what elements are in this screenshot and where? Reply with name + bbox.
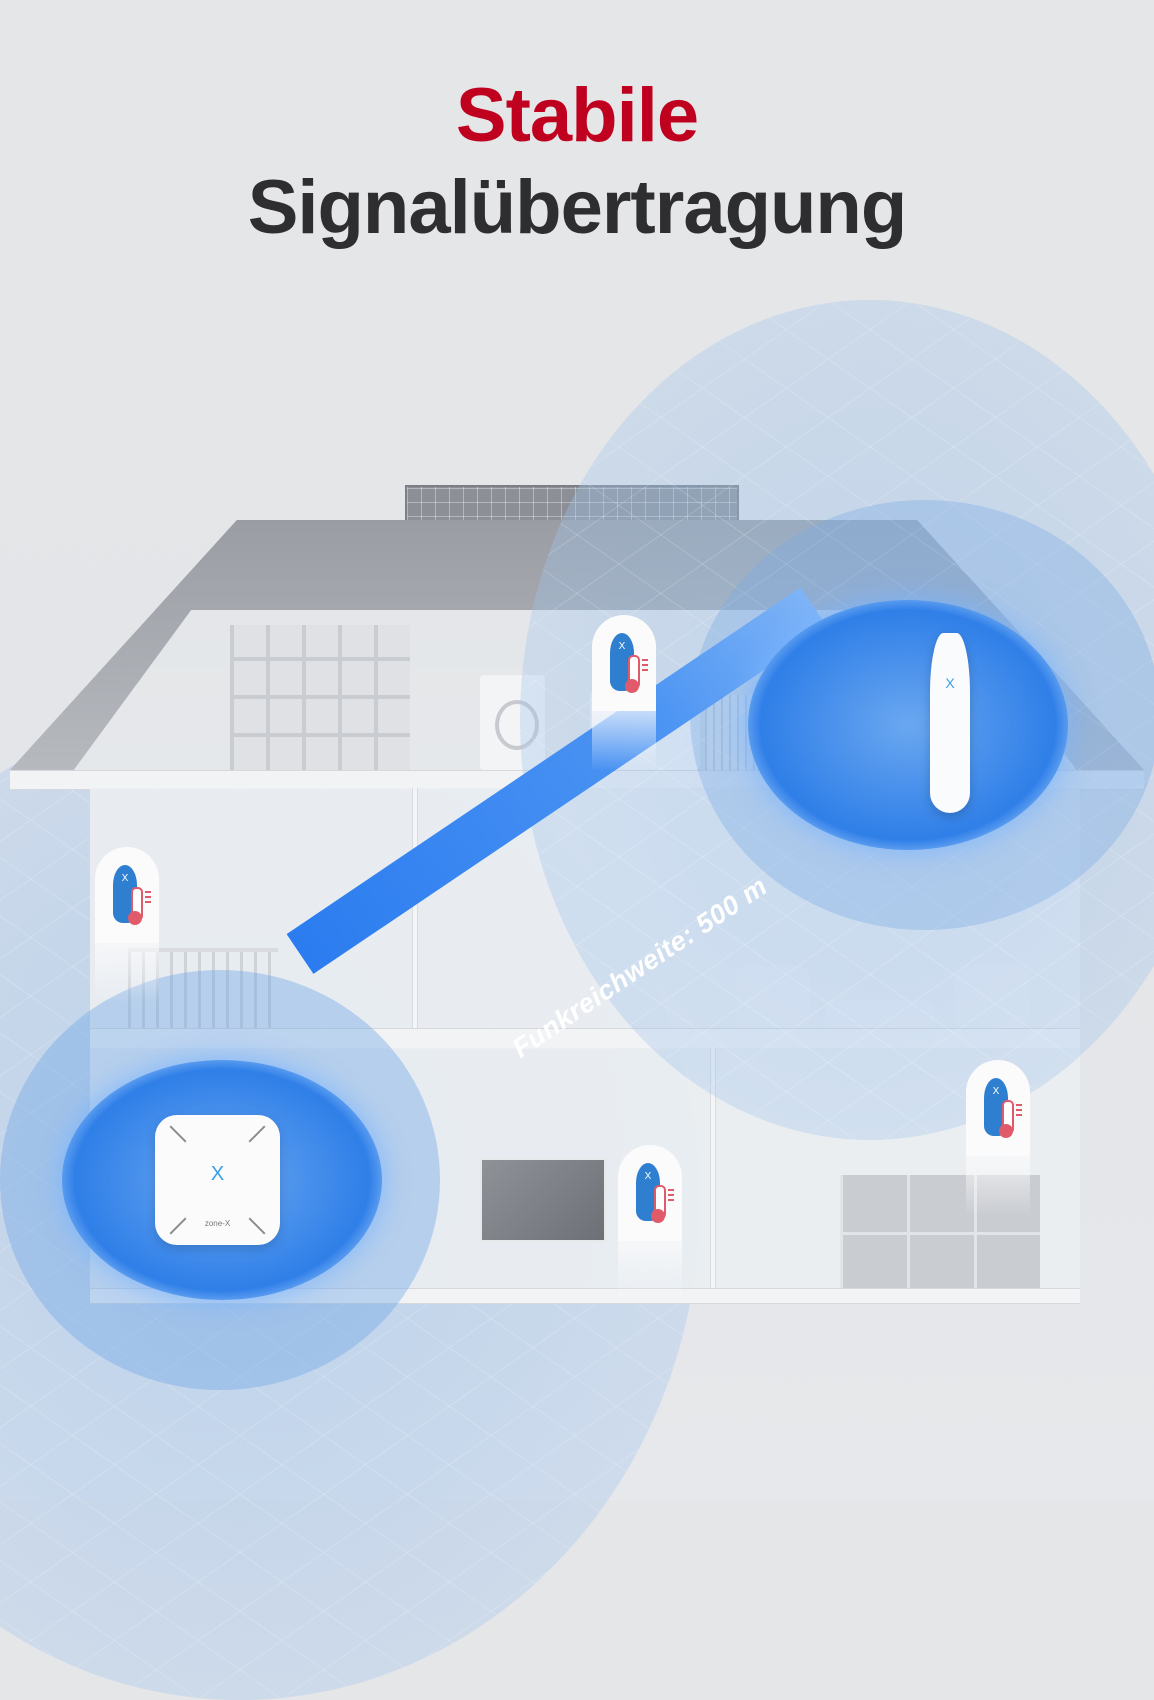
room-divider: [412, 788, 418, 1028]
heat-lines-icon: [145, 891, 151, 905]
heat-lines-icon: [642, 659, 648, 673]
room-divider: [710, 1048, 716, 1288]
washing-machine-door: [495, 700, 539, 750]
thermometer-icon: [651, 1185, 666, 1225]
armchair-left: [735, 965, 810, 1030]
hub-logo-icon: X: [210, 1163, 225, 1185]
thermometer-icon: [999, 1100, 1014, 1140]
attic-shelf: [230, 625, 410, 775]
sensor-badge-nursery: X: [95, 847, 159, 1003]
sensor-badge-pet-room: X: [966, 1060, 1030, 1216]
armchair-right: [955, 965, 1030, 1030]
headline-line-2: Signalübertragung: [247, 165, 908, 250]
repeater-signal-ring: [748, 600, 1068, 850]
headline-line-1: Stabile: [455, 73, 699, 158]
sensor-badge-living-room: X: [618, 1145, 682, 1301]
coffee-table: [825, 1000, 935, 1030]
hub-led-slot: [169, 1125, 187, 1143]
sensor-badge-attic: X: [592, 615, 656, 771]
repeater-logo-icon: X: [945, 675, 955, 691]
hub-device: X zone-X: [155, 1115, 280, 1245]
television: [480, 1158, 606, 1242]
heat-lines-icon: [668, 1189, 674, 1203]
heat-lines-icon: [1016, 1104, 1022, 1118]
headline: Stabile Signalübertragung: [0, 70, 1154, 254]
thermometer-icon: [128, 887, 143, 927]
thermometer-icon: [625, 655, 640, 695]
hub-led-slot: [248, 1125, 266, 1143]
repeater-device: X: [930, 633, 970, 813]
floor-slab-bottom: [90, 1288, 1080, 1304]
hub-brand-text: zone-X: [204, 1219, 231, 1228]
